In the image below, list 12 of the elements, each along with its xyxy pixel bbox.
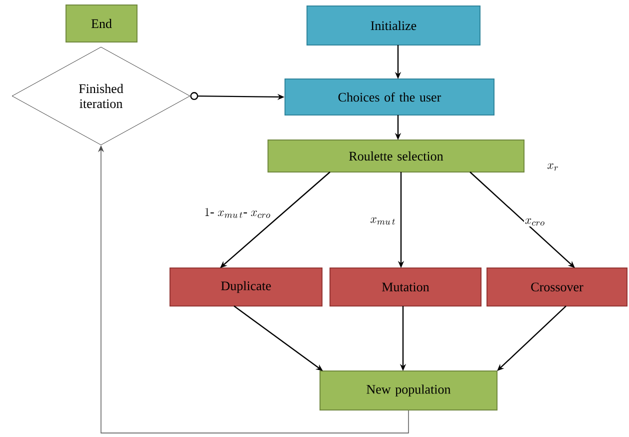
process-box: Initialize (306, 6, 480, 46)
process-box: Duplicate (170, 268, 322, 306)
edge-label: $x_{mu\,t}$ (369, 216, 397, 226)
edge-label: $1\mbox{- }x_{mu\,t}\mbox{- }x_{cro}$ (203, 207, 272, 219)
process-box: Mutation (330, 268, 482, 306)
edge-label: $x_{cro}$ (524, 218, 546, 226)
process-box: New population (320, 370, 498, 410)
process-box: Choices of the user (284, 78, 494, 116)
variable-label: $x_{r}$ (548, 163, 558, 171)
process-box: End (66, 4, 138, 42)
process-box: Roulette selection (268, 140, 524, 172)
process-box: Crossover (486, 268, 628, 306)
